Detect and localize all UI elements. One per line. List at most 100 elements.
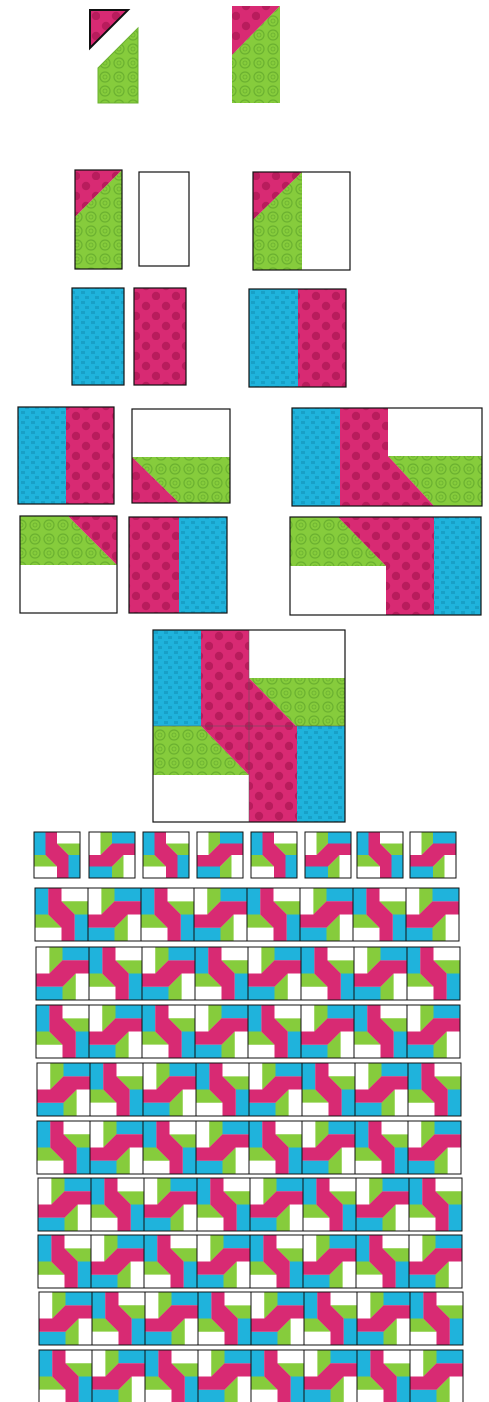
- small-block: [251, 832, 297, 878]
- row-block: [353, 888, 406, 941]
- small-block: [410, 832, 456, 878]
- white-rectangle: [139, 172, 189, 266]
- row-block: [198, 1350, 251, 1402]
- row-block: [197, 1178, 250, 1231]
- row-block: [407, 1005, 460, 1058]
- row-block: [408, 1063, 461, 1116]
- row-block: [141, 888, 194, 941]
- row-block: [39, 1350, 92, 1402]
- quilt-row: [38, 1235, 462, 1288]
- row-block: [248, 1005, 301, 1058]
- row-block: [251, 1292, 304, 1345]
- row-block: [249, 1063, 302, 1116]
- joined-blue-pink: [249, 289, 346, 387]
- row-block: [143, 1121, 196, 1174]
- unit-blue-pink: [18, 407, 114, 504]
- row-block: [304, 1292, 357, 1345]
- small-block: [34, 832, 80, 878]
- row-block: [91, 1235, 144, 1288]
- pink-rectangle: [134, 288, 186, 385]
- row-block: [195, 947, 248, 1000]
- step-cut-triangle: [90, 6, 280, 103]
- row-block: [301, 1005, 354, 1058]
- row-block: [303, 1235, 356, 1288]
- row-block: [194, 888, 247, 941]
- step-small-blocks: [34, 832, 456, 878]
- row-block: [354, 947, 407, 1000]
- row-block: [249, 1121, 302, 1174]
- row-block: [195, 1005, 248, 1058]
- unit-green-white: [20, 516, 117, 613]
- step-quilt-rows: [35, 888, 463, 1402]
- row-block: [92, 1292, 145, 1345]
- quilt-row: [37, 1063, 461, 1116]
- row-block: [89, 947, 142, 1000]
- row-block: [250, 1235, 303, 1288]
- row-block: [355, 1063, 408, 1116]
- row-block: [37, 1063, 90, 1116]
- row-block: [356, 1235, 409, 1288]
- row-block: [88, 888, 141, 941]
- row-block: [409, 1178, 462, 1231]
- row-block: [303, 1178, 356, 1231]
- row-block: [91, 1178, 144, 1231]
- small-block: [305, 832, 351, 878]
- row-block: [251, 1350, 304, 1402]
- row-block: [300, 888, 353, 941]
- row-block: [144, 1178, 197, 1231]
- row-block: [90, 1121, 143, 1174]
- quilt-row: [36, 1005, 460, 1058]
- row-block: [90, 1063, 143, 1116]
- joined-unit: [253, 172, 350, 270]
- quilt-row: [38, 1178, 462, 1231]
- row-block: [196, 1121, 249, 1174]
- row-block: [354, 1005, 407, 1058]
- small-block: [89, 832, 135, 878]
- blue-rectangle: [72, 288, 124, 385]
- row-block: [38, 1178, 91, 1231]
- row-block: [407, 947, 460, 1000]
- row-block: [410, 1350, 463, 1402]
- row-block: [410, 1292, 463, 1345]
- unit-pink-blue: [129, 517, 227, 613]
- small-block: [143, 832, 189, 878]
- row-block: [197, 1235, 250, 1288]
- step-full-block: [153, 630, 345, 822]
- row-block: [408, 1121, 461, 1174]
- unit-white-green: [132, 409, 230, 503]
- row-block: [89, 1005, 142, 1058]
- step-join-blue-pink: [72, 288, 346, 387]
- small-block: [197, 832, 243, 878]
- row-block: [357, 1292, 410, 1345]
- quilt-row: [39, 1292, 463, 1345]
- row-block: [301, 947, 354, 1000]
- half-square-unit: [75, 170, 122, 269]
- quilt-row: [37, 1121, 461, 1174]
- row-block: [39, 1292, 92, 1345]
- row-block: [142, 947, 195, 1000]
- row-block: [145, 1292, 198, 1345]
- row-block: [144, 1235, 197, 1288]
- row-block: [38, 1235, 91, 1288]
- step-add-white-rectangle: [75, 170, 350, 270]
- row-block: [356, 1178, 409, 1231]
- unit-bottom-half: [290, 517, 481, 615]
- row-block: [302, 1063, 355, 1116]
- row-block: [37, 1121, 90, 1174]
- row-block: [196, 1063, 249, 1116]
- step-four-units: [18, 407, 482, 615]
- row-block: [302, 1121, 355, 1174]
- row-block: [198, 1292, 251, 1345]
- row-block: [248, 947, 301, 1000]
- row-block: [36, 1005, 89, 1058]
- row-block: [250, 1178, 303, 1231]
- quilt-row: [36, 947, 460, 1000]
- row-block: [406, 888, 459, 941]
- row-block: [247, 888, 300, 941]
- row-block: [355, 1121, 408, 1174]
- row-block: [304, 1350, 357, 1402]
- row-block: [35, 888, 88, 941]
- small-block: [357, 832, 403, 878]
- quilt-row: [35, 888, 459, 941]
